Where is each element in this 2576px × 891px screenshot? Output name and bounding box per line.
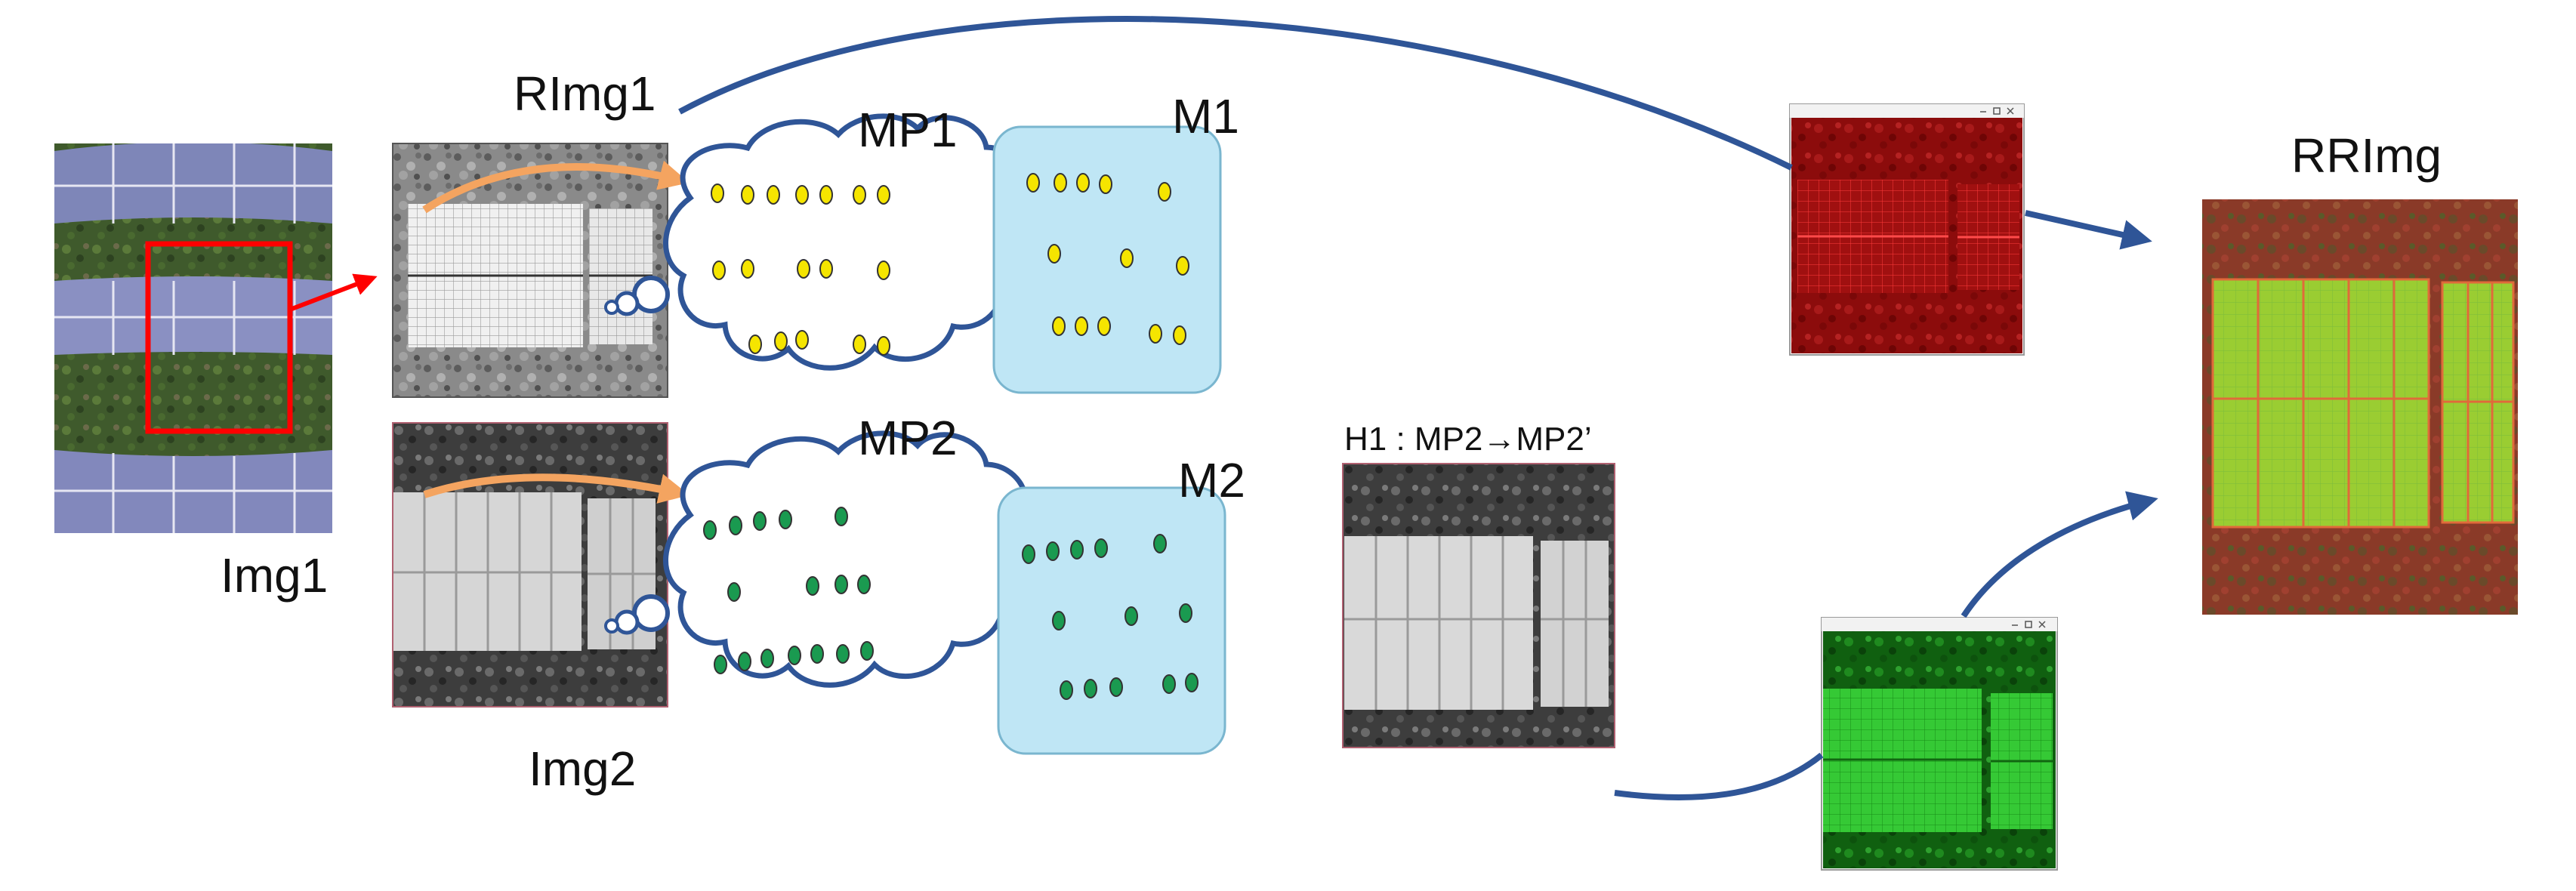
rimg1-label: RImg1 (514, 66, 656, 121)
window-controls-icon (1980, 107, 2014, 115)
mp1-feature-dot (819, 259, 833, 279)
window-controls-icon (2012, 621, 2046, 628)
m1-feature-points (1026, 173, 1189, 345)
m1-feature-dot (1149, 324, 1162, 344)
mp2-feature-dot (857, 575, 871, 594)
m2-feature-dot (1185, 673, 1199, 692)
mp1-cloud (604, 113, 1035, 371)
mp1-feature-dot (795, 330, 809, 350)
mp1-feature-dot (748, 335, 762, 354)
rimg1-photo (392, 143, 668, 398)
mp2-feature-dot (714, 655, 727, 674)
m2-feature-dot (1153, 534, 1167, 553)
mp1-feature-dot (853, 185, 866, 205)
m1-label: M1 (1172, 89, 1239, 143)
m2-feature-dot (1052, 611, 1066, 630)
img2-photo (392, 422, 668, 708)
m2-feature-dot (1060, 680, 1073, 700)
green-result-window (1821, 617, 2058, 871)
orange-arrow-img2 (423, 473, 690, 504)
mp1-feature-dot (741, 185, 754, 205)
rrimg-label: RRImg (2291, 128, 2442, 183)
m2-feature-dot (1109, 677, 1123, 697)
m1-feature-dot (1075, 316, 1088, 336)
m1-feature-dot (1026, 173, 1040, 193)
mp2-cloud (604, 430, 1035, 688)
mp2-feature-dot (703, 520, 717, 540)
m2-feature-dot (1162, 674, 1176, 694)
m1-feature-dot (1052, 316, 1066, 336)
mp2-feature-dot (727, 582, 741, 602)
m1-feature-dot (1099, 174, 1112, 194)
mp1-feature-dot (711, 183, 724, 203)
h1-photo (1342, 463, 1615, 748)
mp1-feature-dot (877, 261, 890, 280)
roi-arrow (288, 273, 378, 312)
m2-feature-dot (1084, 679, 1097, 698)
mp2-feature-dot (810, 644, 824, 664)
mp2-label: MP2 (858, 411, 958, 465)
mp2-feature-dot (835, 507, 848, 526)
m2-feature-dot (1070, 540, 1084, 560)
rrimg-photo (2202, 199, 2518, 615)
img2-label: Img2 (529, 741, 637, 796)
m1-feature-dot (1176, 256, 1189, 276)
m2-feature-dot (1179, 603, 1192, 623)
m1-feature-dot (1047, 244, 1061, 264)
mp1-feature-dot (819, 185, 833, 205)
mp2-feature-dot (779, 510, 792, 529)
mp2-feature-points (703, 507, 874, 674)
m1-feature-dot (1173, 325, 1186, 345)
m2-feature-dot (1046, 541, 1060, 561)
mp2-feature-dot (806, 576, 819, 596)
m1-feature-dot (1054, 173, 1067, 193)
m2-feature-dot (1124, 606, 1138, 626)
m2-feature-dot (1094, 538, 1108, 558)
mp1-feature-dot (774, 331, 788, 351)
img1-label: Img1 (221, 548, 329, 603)
mp2-feature-dot (753, 511, 767, 531)
mp1-feature-dot (767, 185, 780, 205)
mp2-feature-dot (860, 641, 874, 661)
mp2-feature-dot (836, 644, 850, 664)
mp1-feature-dot (877, 185, 890, 205)
m1-feature-dot (1158, 182, 1171, 202)
roi-box (145, 241, 293, 434)
mp2-feature-dot (729, 516, 742, 535)
m2-label: M2 (1178, 453, 1245, 507)
orange-arrow-rimg1 (422, 160, 690, 214)
mp2-feature-dot (738, 652, 751, 671)
mp1-feature-dot (797, 259, 810, 279)
mp1-feature-dot (877, 336, 890, 356)
h1-label: H1 : MP2→MP2’ (1344, 421, 1592, 458)
mp2-feature-dot (788, 646, 801, 665)
mp1-feature-points (711, 183, 890, 356)
flow-arrow-rimg1-to-red (678, 16, 1793, 171)
m1-feature-dot (1097, 316, 1111, 336)
flow-arrow-green-to-rrimg (1961, 491, 2158, 618)
mp1-label: MP1 (858, 103, 958, 157)
mp1-feature-dot (741, 259, 754, 279)
flow-arrow-h1-to-green (1614, 752, 1824, 800)
m2-feature-points (1022, 534, 1199, 700)
mp2-feature-dot (835, 575, 848, 594)
mp1-feature-dot (712, 261, 726, 280)
mp1-feature-dot (853, 335, 866, 354)
red-result-window (1789, 103, 2025, 356)
mp2-feature-dot (760, 649, 774, 668)
flow-arrow-red-to-rrimg (2025, 210, 2152, 250)
m1-feature-dot (1076, 173, 1090, 193)
m2-feature-dot (1022, 544, 1035, 564)
m2-box (997, 486, 1226, 755)
mp1-feature-dot (795, 185, 809, 205)
m1-feature-dot (1120, 248, 1134, 268)
img1-photo (54, 143, 378, 533)
